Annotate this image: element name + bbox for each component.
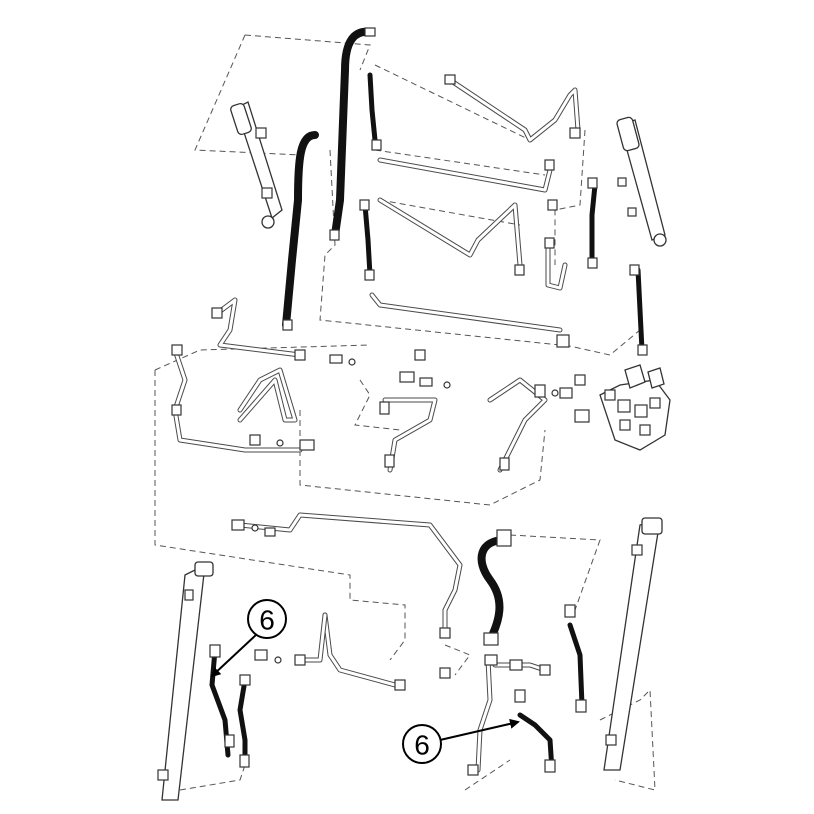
upper-right-cylinder: [616, 116, 667, 247]
callout-6-left: 6: [210, 599, 287, 678]
lower-fittings: [209, 519, 587, 776]
lower-right-cylinder: [603, 517, 663, 771]
callout-label: 6: [414, 730, 430, 761]
assembly-dashed-lines: [154, 34, 656, 791]
lower-steel-tubes: [237, 512, 548, 773]
control-valve: [599, 364, 671, 451]
lower-left-cylinder: [157, 561, 214, 801]
middle-steel-tubes: [172, 297, 548, 473]
callout-label: 6: [259, 605, 275, 636]
upper-hoses: [282, 27, 645, 353]
callout-6-right: 6: [402, 718, 520, 764]
upper-fittings: [282, 27, 648, 356]
upper-left-cylinder: [230, 101, 283, 229]
middle-fittings: [171, 307, 590, 471]
upper-steel-tubes: [369, 77, 581, 333]
